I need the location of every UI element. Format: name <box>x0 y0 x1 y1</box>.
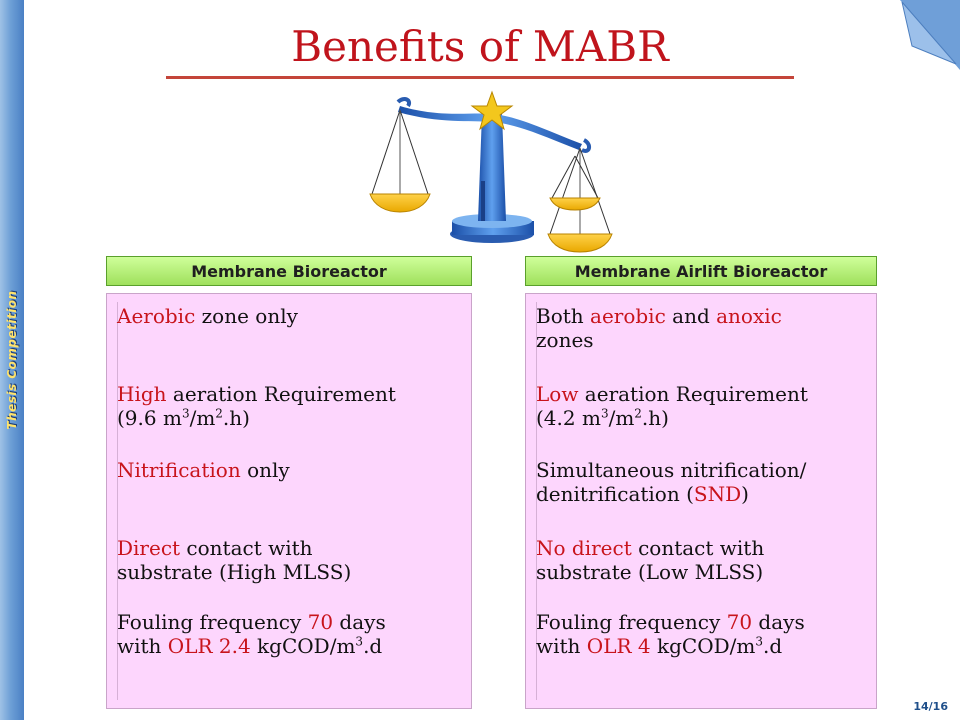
left-panel-body: Aerobic zone only High aeration Requirem… <box>106 293 472 709</box>
title-underline <box>166 76 794 79</box>
right-item-5: Fouling frequency 70 days with OLR 4 kgC… <box>536 610 805 658</box>
right-item-4: No direct contact with substrate (Low ML… <box>536 536 765 584</box>
right-panel-body: Both aerobic and anoxic zones Low aerati… <box>525 293 877 709</box>
right-panel-header: Membrane Airlift Bioreactor <box>525 256 877 286</box>
left-item-3: Nitrification only <box>117 458 290 482</box>
sidebar-strip: Thesis Competition <box>0 0 24 720</box>
right-item-1: Both aerobic and anoxic zones <box>536 304 782 352</box>
left-item-2: High aeration Requirement (9.6 m3/m2.h) <box>117 382 396 430</box>
left-item-4: Direct contact with substrate (High MLSS… <box>117 536 352 584</box>
right-item-2: Low aeration Requirement (4.2 m3/m2.h) <box>536 382 808 430</box>
page-number: 14/16 <box>913 700 948 713</box>
page-curl-icon <box>900 0 960 70</box>
balance-scale-icon <box>369 90 613 253</box>
slide-title: Benefits of MABR <box>291 22 669 71</box>
left-item-1: Aerobic zone only <box>117 304 298 328</box>
right-item-3: Simultaneous nitrification/ denitrificat… <box>536 458 807 506</box>
left-panel-header: Membrane Bioreactor <box>106 256 472 286</box>
left-item-5: Fouling frequency 70 days with OLR 2.4 k… <box>117 610 386 658</box>
